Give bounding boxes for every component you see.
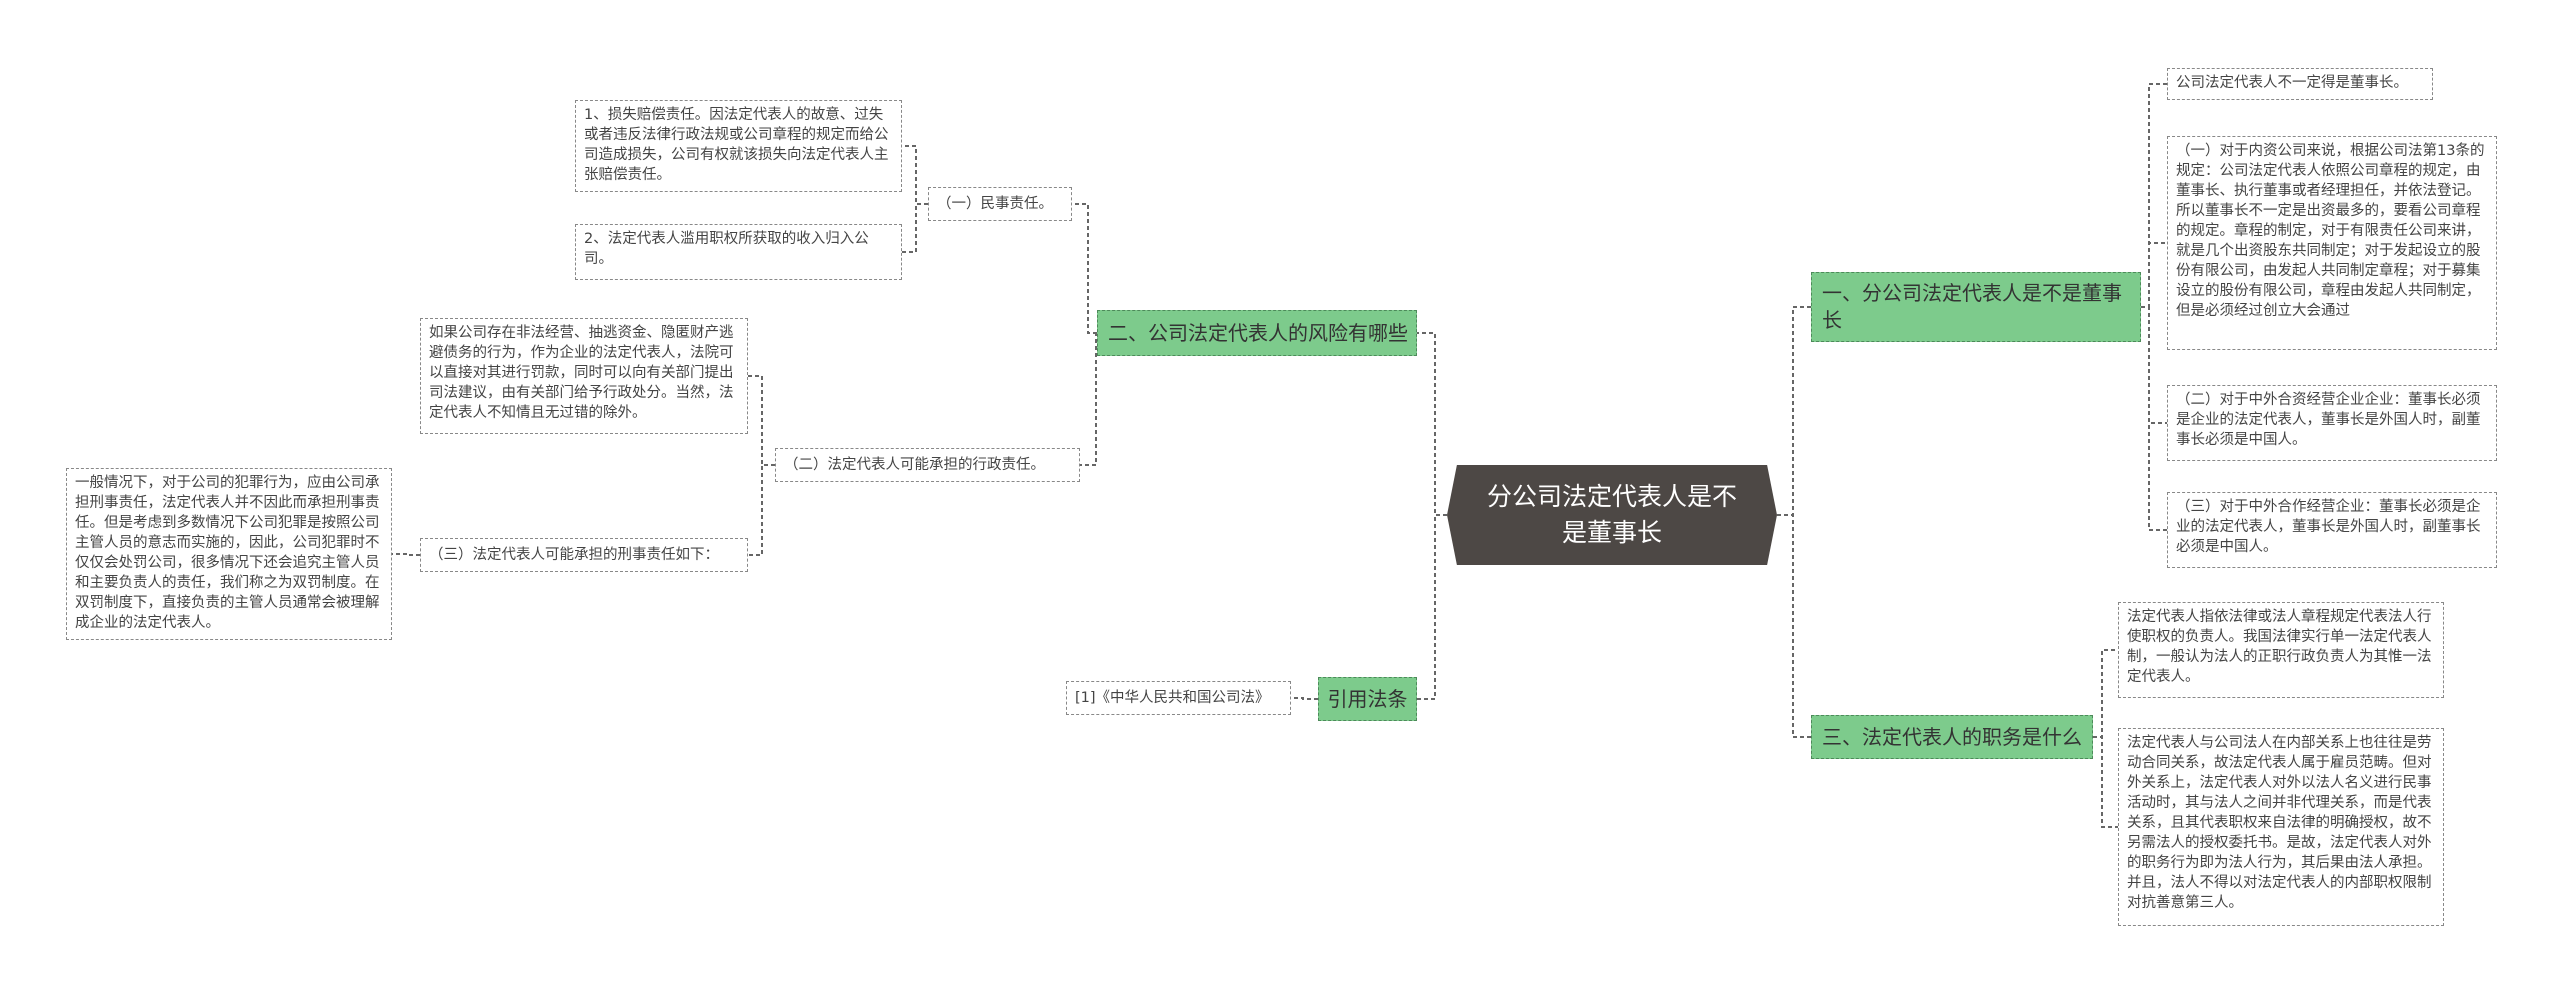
- connector-root-topic-branch-duties: [1777, 514, 1811, 738]
- branch-duties-label: 三、法定代表人的职务是什么: [1822, 724, 2082, 749]
- leaf-administrative-detail[interactable]: 如果公司存在非法经营、抽逃资金、隐匿财产逃避债务的行为，作为企业的法定代表人，法…: [420, 318, 748, 434]
- connector-sub-civil-liability-leaf-compensation: [902, 145, 928, 205]
- branch-cited-law[interactable]: 引用法条: [1318, 677, 1417, 721]
- connector-branch-is-chairman-leaf-sino-foreign-joint-venture: [2141, 306, 2167, 424]
- connector-root-topic-branch-is-chairman: [1777, 306, 1811, 516]
- sub-civil-liability[interactable]: （一）民事责任。: [928, 187, 1072, 221]
- leaf-company-law[interactable]: [1]《中华人民共和国公司法》: [1066, 681, 1291, 715]
- connector-branch-risks-sub-administrative-liability: [1080, 332, 1097, 466]
- connector-branch-duties-leaf-definition: [2093, 649, 2118, 738]
- branch-is-chairman-label: 一、分公司法定代表人是不是董事长: [1822, 281, 2122, 332]
- connector-sub-administrative-liability-sub-criminal-liability: [748, 464, 775, 556]
- connector-sub-administrative-liability-leaf-administrative-detail: [748, 375, 775, 466]
- root-topic-label: 分公司法定代表人是不是董事长: [1486, 482, 1737, 547]
- connector-branch-is-chairman-leaf-not-necessarily-chairman: [2141, 83, 2167, 308]
- root-topic[interactable]: 分公司法定代表人是不是董事长: [1447, 465, 1777, 565]
- connector-branch-risks-sub-civil-liability: [1072, 203, 1097, 334]
- leaf-definition[interactable]: 法定代表人指依法律或法人章程规定代表法人行使职权的负责人。我国法律实行单一法定代…: [2118, 602, 2444, 698]
- leaf-income-to-company[interactable]: 2、法定代表人滥用职权所获取的收入归入公司。: [575, 224, 902, 280]
- connector-branch-duties-leaf-internal-external-relation: [2093, 736, 2118, 828]
- connector-root-topic-branch-cited-law: [1417, 514, 1447, 700]
- connector-sub-civil-liability-leaf-income-to-company: [902, 203, 928, 253]
- branch-cited-law-label: 引用法条: [1327, 686, 1408, 711]
- branch-risks[interactable]: 二、公司法定代表人的风险有哪些: [1097, 310, 1417, 356]
- connector-branch-cited-law-leaf-company-law: [1291, 697, 1318, 700]
- leaf-not-necessarily-chairman[interactable]: 公司法定代表人不一定得是董事长。: [2167, 68, 2433, 100]
- leaf-compensation[interactable]: 1、损失赔偿责任。因法定代表人的故意、过失或者违反法律行政法规或公司章程的规定而…: [575, 100, 902, 192]
- branch-duties[interactable]: 三、法定代表人的职务是什么: [1811, 715, 2093, 759]
- sub-administrative-liability[interactable]: （二）法定代表人可能承担的行政责任。: [775, 448, 1080, 482]
- leaf-sino-foreign-cooperative[interactable]: （三）对于中外合作经营企业：董事长必须是企业的法定代表人，董事长是外国人时，副董…: [2167, 492, 2497, 568]
- sub-criminal-liability[interactable]: （三）法定代表人可能承担的刑事责任如下：: [420, 538, 748, 572]
- connector-branch-is-chairman-leaf-sino-foreign-cooperative: [2141, 306, 2167, 531]
- leaf-sino-foreign-joint-venture[interactable]: （二）对于中外合资经营企业企业：董事长必须是企业的法定代表人，董事长是外国人时，…: [2167, 385, 2497, 461]
- connector-branch-is-chairman-leaf-domestic-company: [2141, 242, 2167, 308]
- leaf-criminal-detail[interactable]: 一般情况下，对于公司的犯罪行为，应由公司承担刑事责任，法定代表人并不因此而承担刑…: [66, 468, 392, 640]
- leaf-domestic-company[interactable]: （一）对于内资公司来说，根据公司法第13条的规定：公司法定代表人依照公司章程的规…: [2167, 136, 2497, 350]
- connector-sub-criminal-liability-leaf-criminal-detail: [392, 553, 420, 556]
- connector-root-topic-branch-risks: [1417, 332, 1447, 516]
- branch-risks-label: 二、公司法定代表人的风险有哪些: [1108, 320, 1408, 345]
- branch-is-chairman[interactable]: 一、分公司法定代表人是不是董事长: [1811, 272, 2141, 342]
- leaf-internal-external-relation[interactable]: 法定代表人与公司法人在内部关系上也往往是劳动合同关系，故法定代表人属于雇员范畴。…: [2118, 728, 2444, 926]
